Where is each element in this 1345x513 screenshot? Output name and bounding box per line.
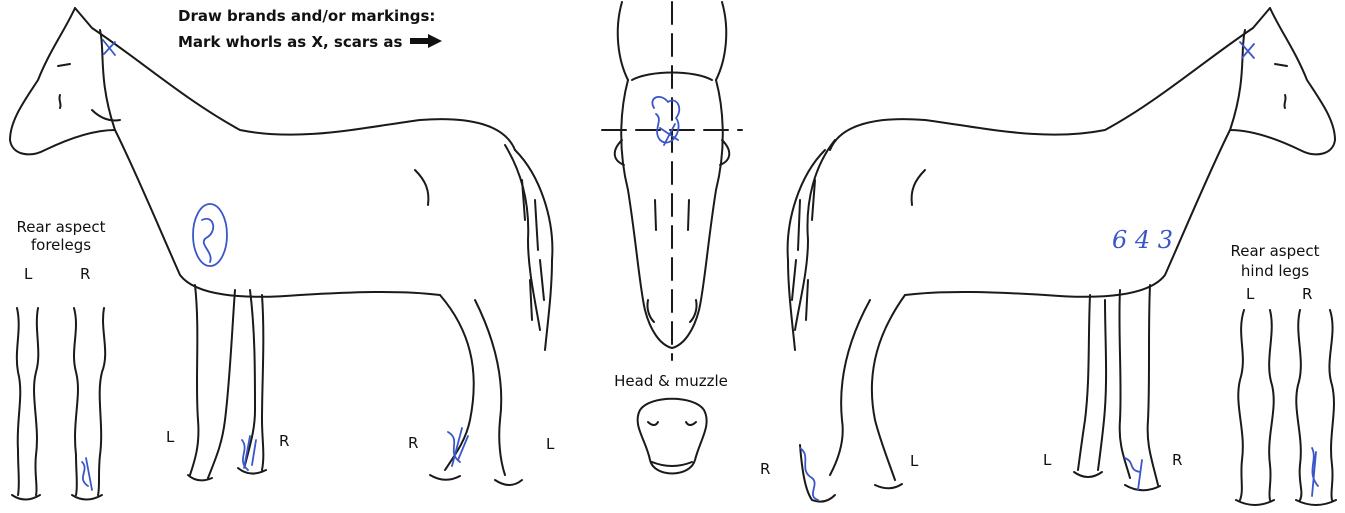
front-head-drawing — [602, 2, 742, 474]
rear-hindlegs-drawing — [1236, 310, 1336, 505]
handwritten-brand-numbers: 6 4 3 — [1112, 226, 1173, 254]
left-side-horse — [10, 8, 552, 485]
right-side-horse — [788, 8, 1335, 502]
rear-forelegs-drawing — [12, 308, 105, 500]
